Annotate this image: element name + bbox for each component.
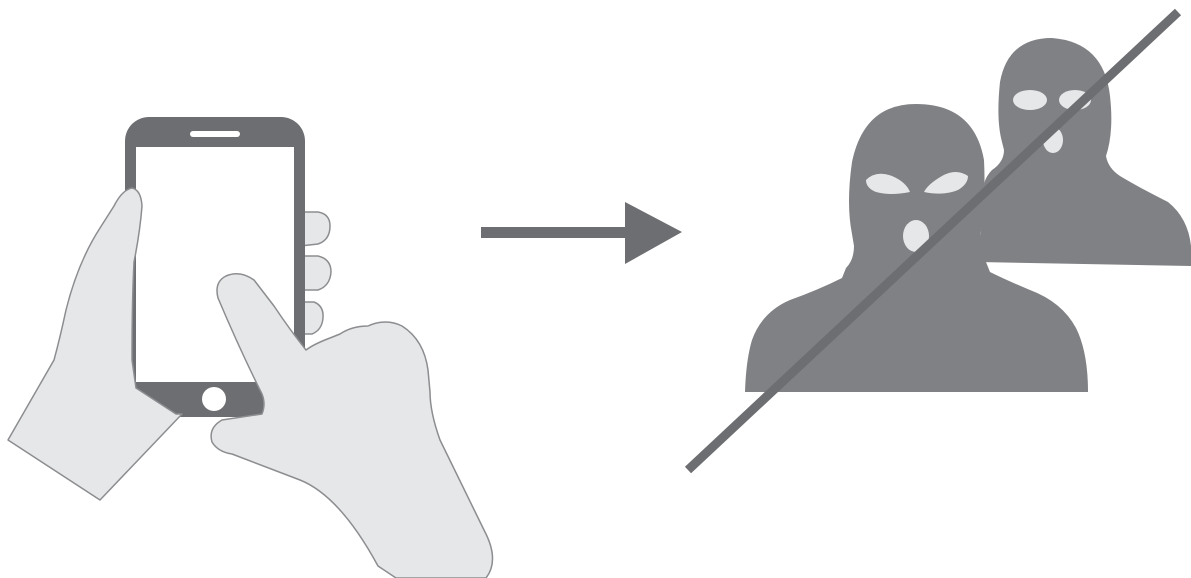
burglar-back	[978, 38, 1191, 266]
hands-holding-smartphone-icon	[8, 117, 493, 578]
right-hand	[211, 274, 492, 578]
right-arrow-icon	[481, 202, 682, 264]
masked-burglars-crossed-out-icon	[688, 12, 1191, 470]
